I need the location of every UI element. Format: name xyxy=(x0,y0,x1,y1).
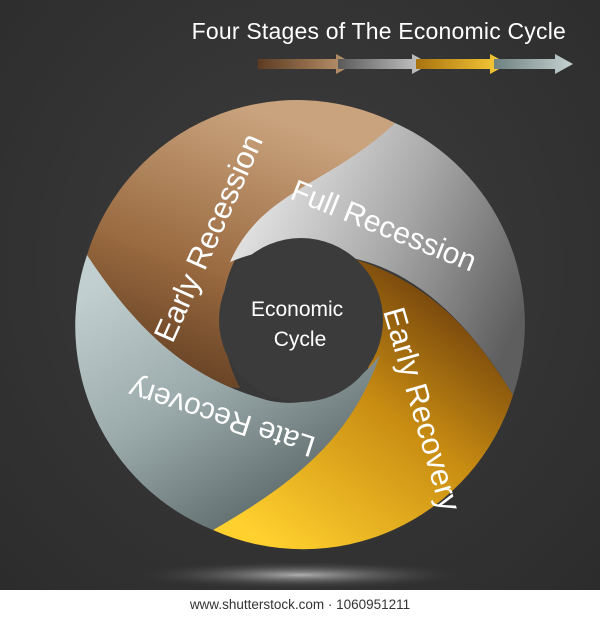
legend-arrow-late-recovery xyxy=(494,54,573,74)
center-label-line-2: Cycle xyxy=(274,328,327,351)
legend-arrows xyxy=(258,54,573,74)
floor-shadow xyxy=(130,561,470,589)
center-label: Economic Cycle xyxy=(251,298,349,351)
legend-arrow-early-recession xyxy=(258,54,354,74)
diagram-canvas: Four Stages of The Economic Cycle xyxy=(0,0,600,590)
segment-late-recovery xyxy=(75,255,380,530)
diagram-title: Four Stages of The Economic Cycle xyxy=(191,18,566,44)
legend-arrow-full-recession xyxy=(338,54,430,74)
center-label-line-1: Economic xyxy=(251,298,343,321)
economic-cycle-diagram: Economic Cycle Early Recession Full Rece… xyxy=(75,100,525,589)
segment-full-recession xyxy=(230,123,525,395)
segment-early-recovery xyxy=(213,248,513,550)
legend-arrow-early-recovery xyxy=(416,54,508,74)
center-hole xyxy=(219,238,383,402)
footer-watermark: www.shutterstock.com · 1060951211 xyxy=(0,590,600,620)
